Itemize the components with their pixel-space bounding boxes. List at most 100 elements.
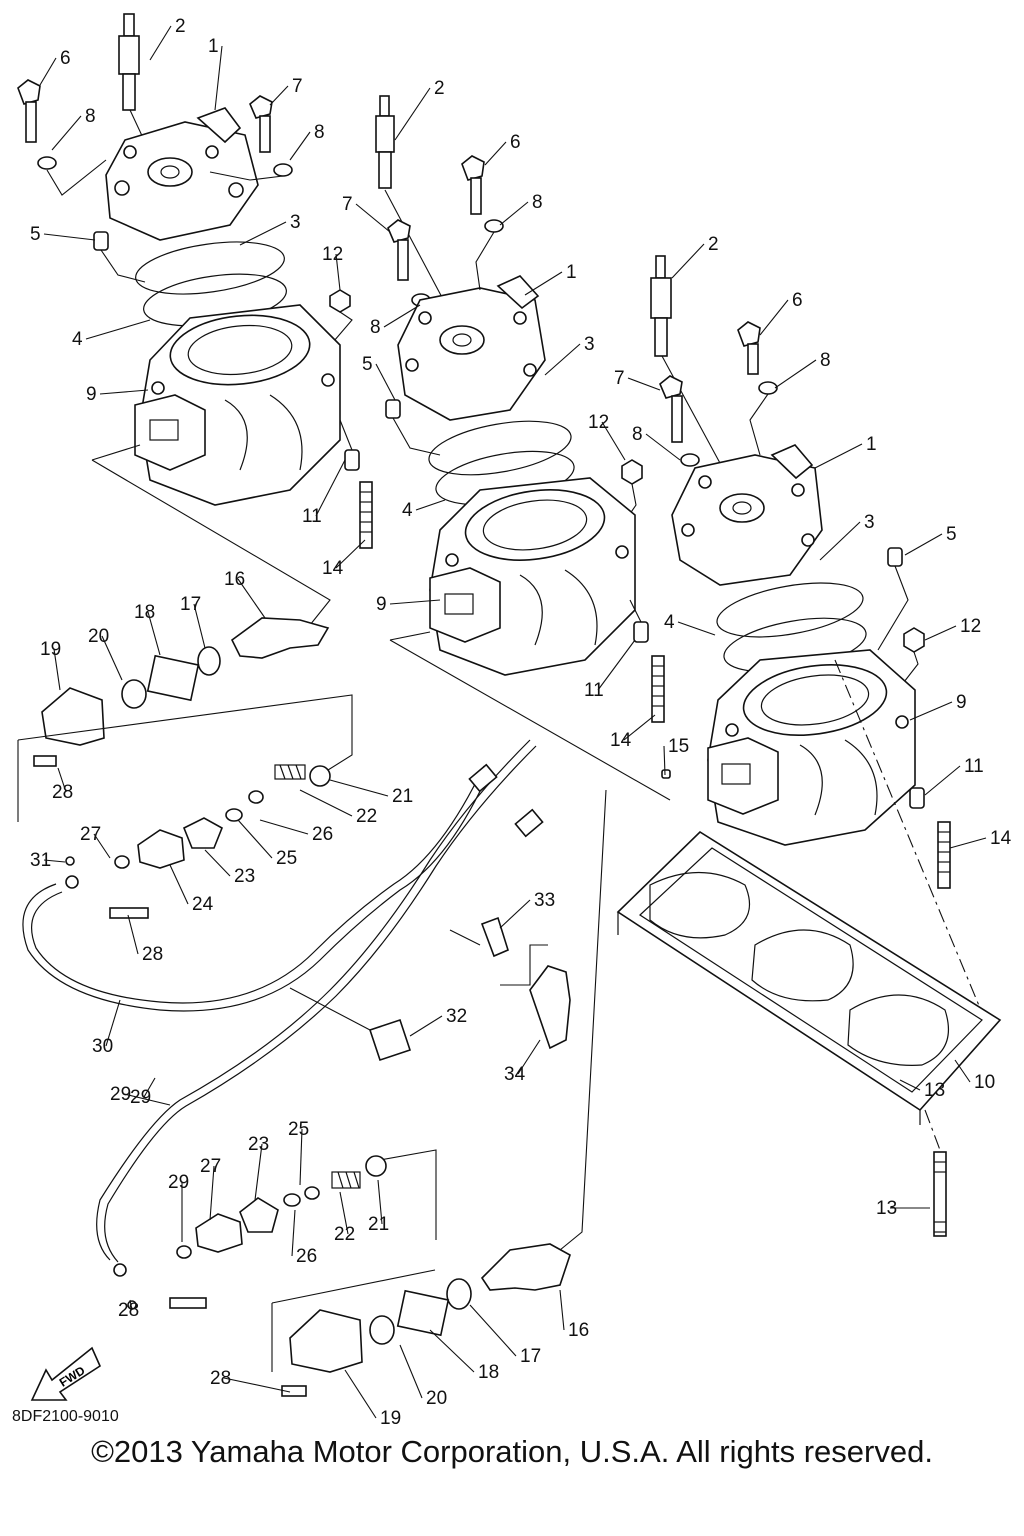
- callout-leader-line: [291, 1209, 296, 1257]
- callout-leader-line: [335, 539, 366, 569]
- callout-number-7: 7: [292, 76, 303, 97]
- callout-number-7: 7: [342, 194, 353, 215]
- callout-number-16: 16: [224, 569, 245, 590]
- callout-leader-line: [105, 999, 121, 1047]
- washer-icon: [758, 381, 778, 395]
- hose-assembly: [22, 739, 571, 1310]
- callout-number-1: 1: [566, 262, 577, 283]
- callout-number-4: 4: [664, 612, 675, 633]
- bracket-icon: [529, 965, 571, 1050]
- callout-number-18: 18: [478, 1362, 499, 1383]
- stud-bolt-icon: [937, 821, 951, 889]
- cylinder-head-icon: [671, 444, 823, 586]
- bolt-icon: [249, 95, 273, 153]
- callout-number-29: 29: [130, 1087, 151, 1108]
- callout-leader-line: [544, 343, 581, 376]
- callout-number-14: 14: [610, 730, 632, 751]
- callout-number-22: 22: [356, 806, 377, 827]
- callout-leader-line: [237, 819, 273, 859]
- callout-number-23: 23: [234, 866, 255, 887]
- callout-leader-line: [214, 45, 223, 111]
- callout-leader-line: [289, 131, 311, 161]
- callout-number-17: 17: [520, 1346, 541, 1367]
- bolt-icon: [17, 79, 41, 143]
- callout-leader-line: [259, 819, 309, 835]
- callout-leader-line: [51, 115, 82, 151]
- callout-number-30: 30: [92, 1036, 113, 1057]
- callout-leader-line: [677, 621, 716, 636]
- callout-number-20: 20: [88, 626, 109, 647]
- callout-leader-line: [344, 1369, 377, 1419]
- o-ring-small-icon: [304, 1186, 320, 1200]
- washer-small-icon: [114, 855, 130, 869]
- callout-number-6: 6: [60, 48, 71, 69]
- housing-icon: [41, 687, 105, 746]
- callout-number-1: 1: [208, 36, 219, 57]
- dowel-pin-icon: [909, 787, 925, 809]
- callout-leader-line: [645, 433, 681, 461]
- callout-number-8: 8: [85, 106, 96, 127]
- callout-leader-line: [339, 1191, 349, 1235]
- bolt-icon: [387, 219, 411, 281]
- hose-clamp-icon: [65, 875, 79, 889]
- washer-icon: [680, 453, 700, 467]
- callout-number-12: 12: [322, 244, 343, 265]
- bolt-icon: [737, 321, 761, 375]
- callout-leader-line: [169, 864, 189, 905]
- cap-icon: [309, 765, 331, 787]
- callout-number-33: 33: [534, 890, 555, 911]
- callout-number-21: 21: [392, 786, 413, 807]
- cap-icon: [365, 1155, 387, 1177]
- clip-icon: [480, 916, 509, 958]
- copyright-notice: ©2013 Yamaha Motor Corporation, U.S.A. A…: [91, 1434, 933, 1469]
- callout-leader-line: [899, 1079, 921, 1091]
- callout-leader-line: [484, 141, 507, 166]
- washer-small-icon: [176, 1245, 192, 1259]
- callout-number-25: 25: [276, 848, 297, 869]
- spacer-ring-icon: [121, 679, 147, 709]
- callout-number-2: 2: [708, 234, 719, 255]
- nut-icon: [903, 627, 925, 653]
- dowel-pin-icon: [887, 547, 903, 567]
- callout-leader-line: [85, 319, 151, 340]
- stud-bolt-icon: [933, 1151, 947, 1237]
- callout-leader-line: [335, 253, 341, 291]
- callout-number-22: 22: [334, 1224, 355, 1245]
- callout-number-16: 16: [568, 1320, 589, 1341]
- callout-number-15: 15: [668, 736, 689, 757]
- callout-number-4: 4: [402, 500, 413, 521]
- dowel-pin-icon: [385, 399, 401, 419]
- callout-leader-line: [623, 714, 656, 741]
- washer-icon: [37, 156, 57, 170]
- grommet-icon: [446, 1278, 472, 1310]
- callout-leader-line: [954, 1059, 971, 1083]
- callout-leader-line: [627, 377, 661, 391]
- callout-leader-line: [269, 85, 289, 106]
- callout-number-7: 7: [614, 368, 625, 389]
- callout-leader-line: [57, 767, 67, 793]
- callout-number-26: 26: [296, 1246, 317, 1267]
- nut-icon: [329, 289, 351, 313]
- cylinder-assembly-left: [17, 13, 373, 626]
- callout-leader-line: [559, 1289, 565, 1331]
- diagram-code: 8DF2100-9010: [12, 1408, 119, 1425]
- callout-number-1: 1: [866, 434, 877, 455]
- o-ring-icon: [716, 582, 864, 638]
- callout-number-25: 25: [288, 1119, 309, 1140]
- cylinder-assembly-middle: [375, 95, 671, 801]
- callout-number-23: 23: [248, 1134, 269, 1155]
- callout-leader-line: [429, 1329, 475, 1373]
- callout-number-8: 8: [314, 122, 325, 143]
- callout-leader-line: [99, 389, 149, 395]
- nut-icon: [621, 459, 643, 485]
- grommet-icon: [197, 646, 221, 676]
- callout-leader-line: [93, 833, 111, 859]
- stud-bolt-icon: [651, 655, 665, 723]
- callout-number-5: 5: [362, 354, 373, 375]
- fitting-group-lower: [169, 789, 607, 1397]
- callout-leader-line: [329, 779, 389, 797]
- callout-leader-line: [147, 611, 161, 656]
- callout-number-2: 2: [175, 16, 186, 37]
- bolt-icon: [461, 155, 485, 215]
